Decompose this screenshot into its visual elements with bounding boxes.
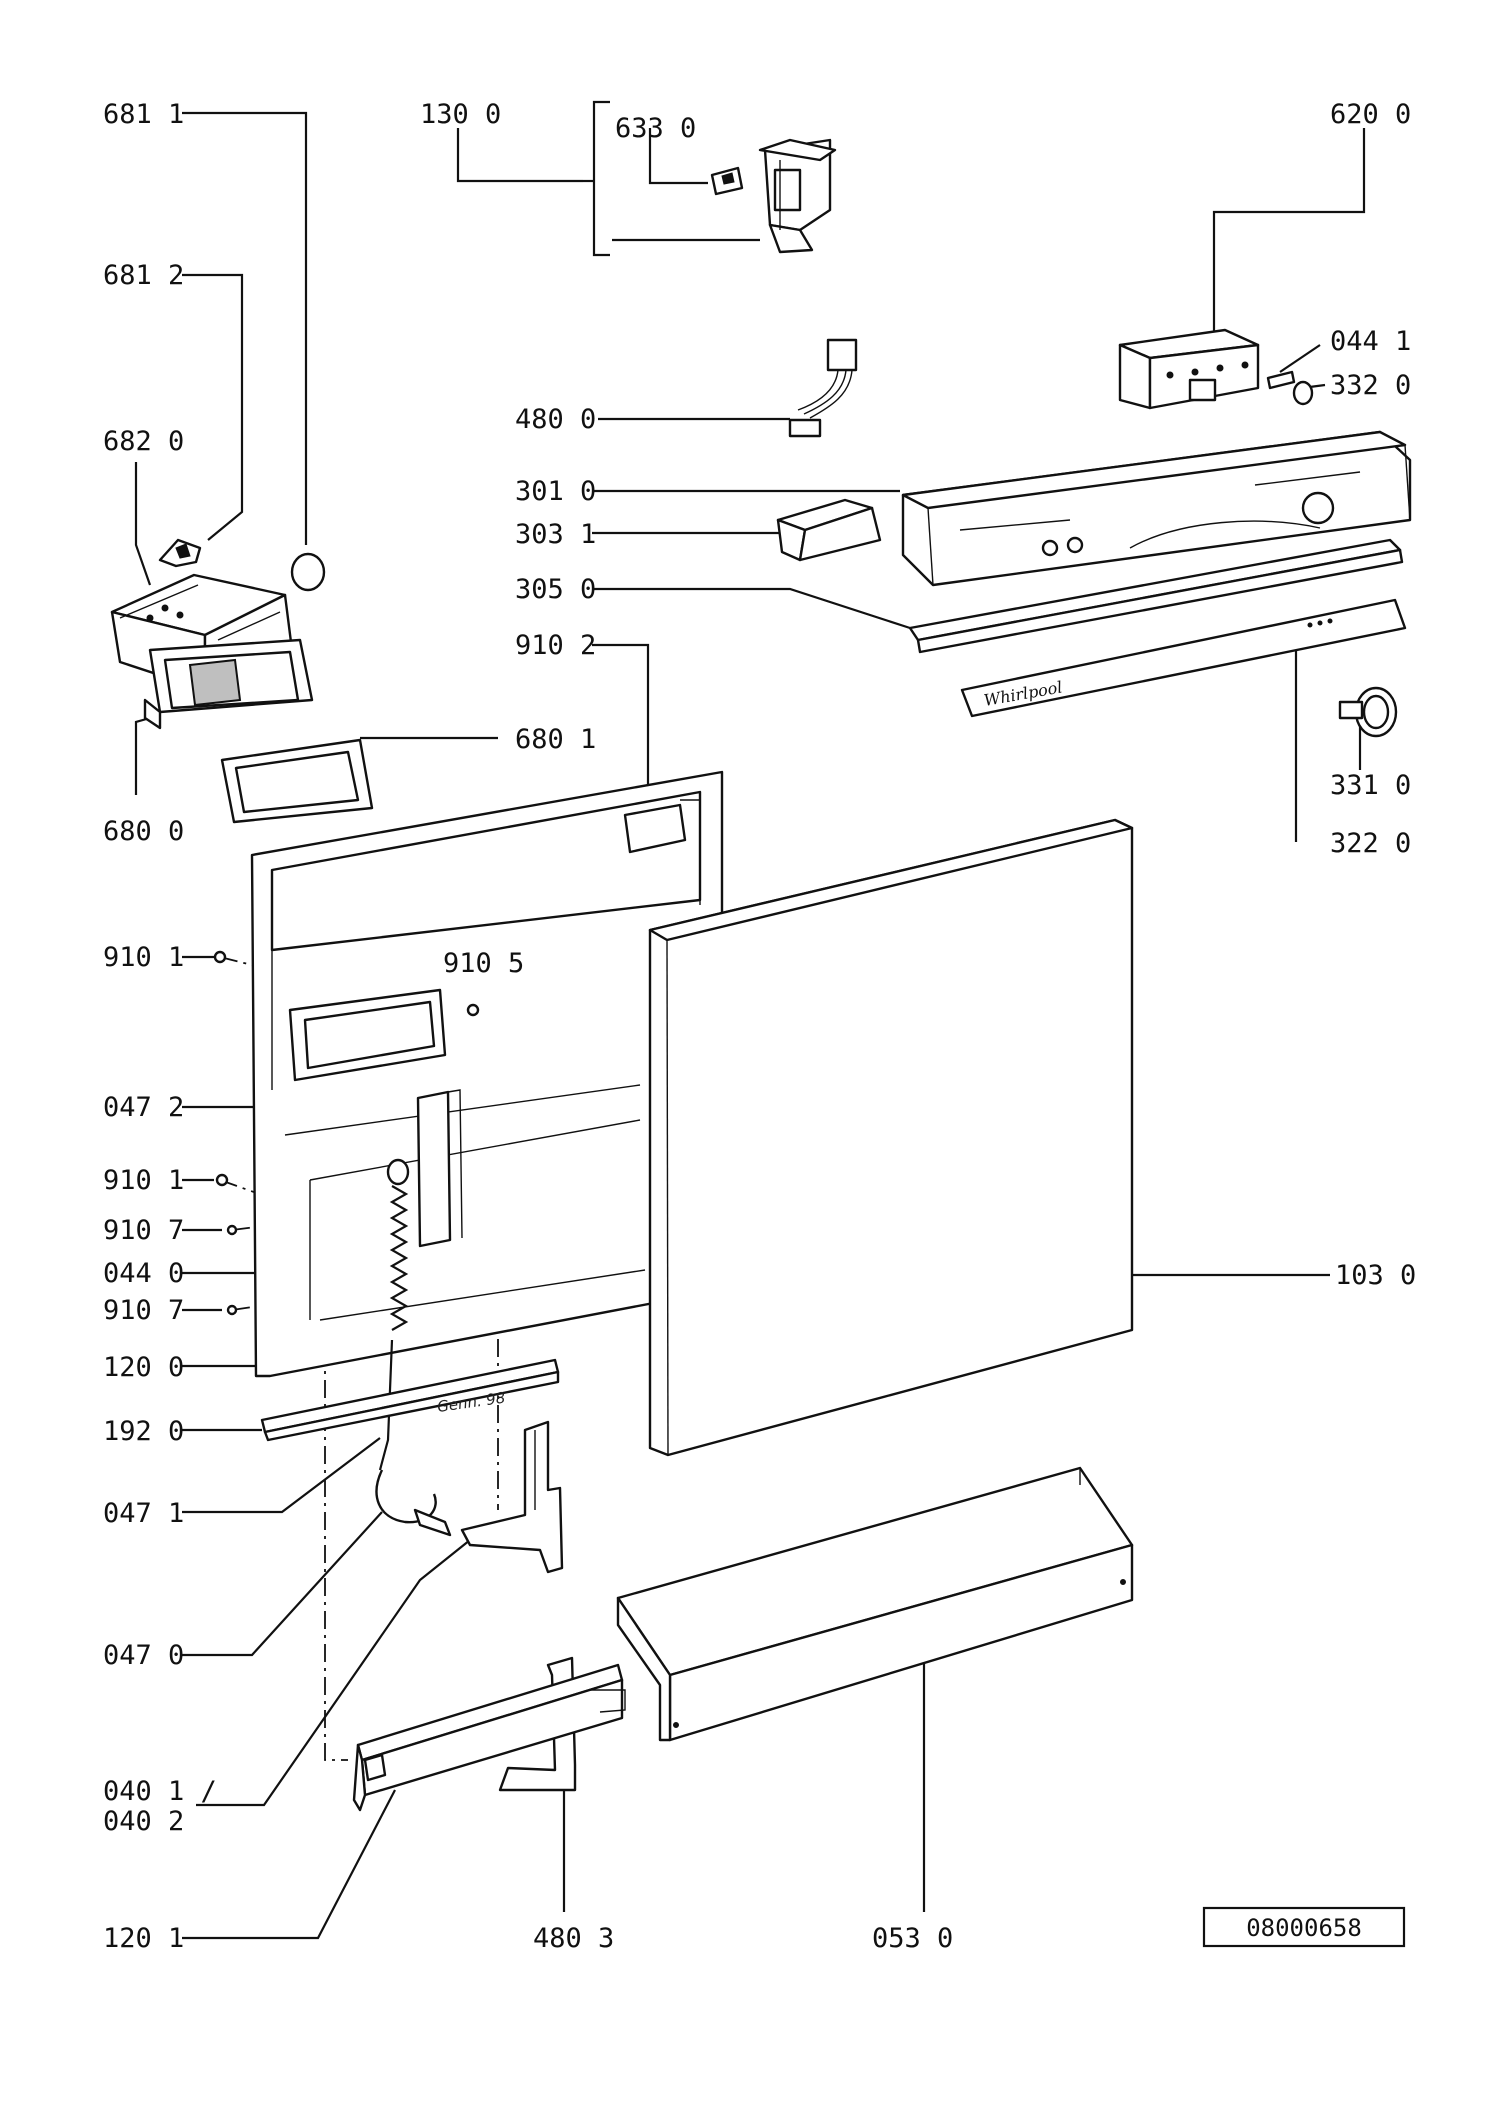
drawing-number: 08000658 [1246,1914,1362,1942]
panel-strip-305-0 [908,538,1404,654]
bracket-part-303-1 [776,498,882,562]
label-910-2: 910 2 [515,630,596,661]
pulley-part-047-0 [375,1469,452,1537]
label-305-0: 305 0 [515,574,596,605]
screw-910-7b [226,1304,238,1316]
door-spring-044-0 [378,1158,410,1471]
wiring-harness-480-0 [788,338,858,438]
label-120-1: 120 1 [103,1923,184,1954]
knob-cap-332-0 [1292,380,1314,406]
clip-part-681-2 [158,538,202,568]
gasket-part-680-1 [220,738,374,824]
label-303-1: 303 1 [515,519,596,550]
label-301-0: 301 0 [515,476,596,507]
label-322-0: 322 0 [1330,828,1411,859]
ring-part-681-1 [290,552,326,592]
door-liner-120-0 [250,770,724,1378]
rail-part-192-0: Genn. 98 [260,1358,560,1442]
label-047-0: 047 0 [103,1640,184,1671]
control-module-620-0 [1118,328,1260,410]
label-910-1b: 910 1 [103,1165,184,1196]
part-labels: 681 1 681 2 682 0 680 0 680 1 130 0 633 … [103,99,1416,1954]
label-040-1: 040 1 / [103,1776,217,1807]
label-044-0: 044 0 [103,1258,184,1289]
label-130-0: 130 0 [420,99,501,130]
detergent-dispenser-680-0 [110,573,314,730]
label-192-0: 192 0 [103,1416,184,1447]
label-120-0: 120 0 [103,1352,184,1383]
screw-910-5 [466,1003,480,1017]
knob-part-331-0 [1338,686,1398,738]
label-681-2: 681 2 [103,260,184,291]
hinge-bracket-040-1 [460,1420,564,1574]
control-panel-301-0 [901,430,1412,587]
kick-plate-053-0 [616,1466,1134,1742]
outer-door-103-0 [648,818,1134,1457]
label-910-1a: 910 1 [103,942,184,973]
label-910-7b: 910 7 [103,1295,184,1326]
label-053-0: 053 0 [872,1923,953,1954]
screw-910-1b [215,1173,229,1187]
switch-pin-044-1 [1266,370,1296,390]
label-332-0: 332 0 [1330,370,1411,401]
label-682-0: 682 0 [103,426,184,457]
label-331-0: 331 0 [1330,770,1411,801]
door-latch-130-0 [710,138,837,254]
label-480-3: 480 3 [533,1923,614,1954]
label-480-0: 480 0 [515,404,596,435]
label-633-0: 633 0 [615,113,696,144]
lower-trim-120-1 [352,1663,626,1812]
label-910-5: 910 5 [443,948,524,979]
label-047-2: 047 2 [103,1092,184,1123]
screws [213,950,480,1316]
screw-910-1a [213,950,227,964]
label-680-0: 680 0 [103,816,184,847]
label-910-7a: 910 7 [103,1215,184,1246]
label-044-1: 044 1 [1330,326,1411,357]
label-680-1: 680 1 [515,724,596,755]
screw-910-7a [226,1224,238,1236]
label-620-0: 620 0 [1330,99,1411,130]
label-681-1: 681 1 [103,99,184,130]
drawing-number-box: 08000658 [1202,1906,1406,1948]
label-103-0: 103 0 [1335,1260,1416,1291]
label-047-1: 047 1 [103,1498,184,1529]
label-040-2: 040 2 [103,1806,184,1837]
